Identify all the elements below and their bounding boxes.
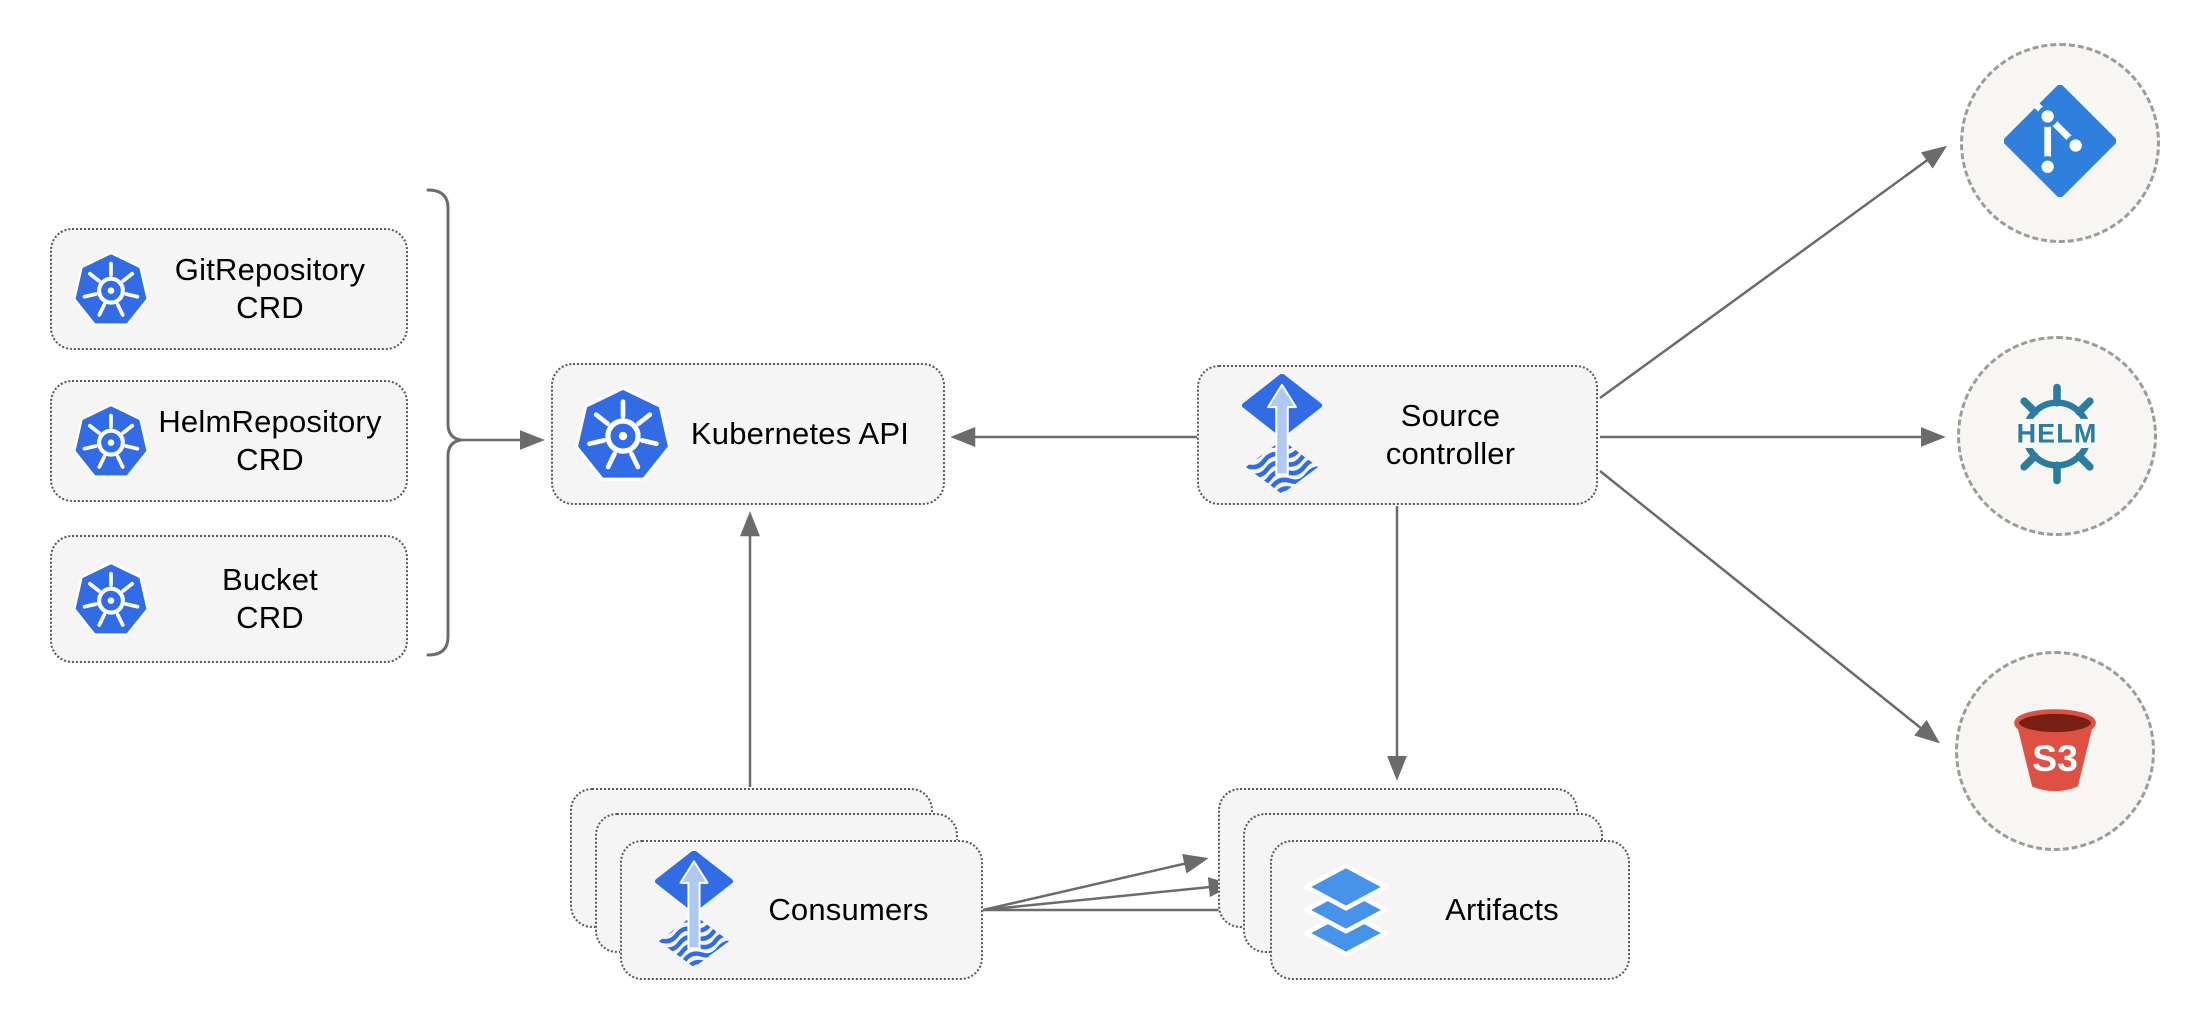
crd-label-gitrepository: GitRepository CRD [174, 252, 366, 325]
helm-source-circle: HELM [1957, 336, 2157, 536]
crd-label-helmrepository: HelmRepository CRD [158, 404, 382, 477]
kubernetes-icon [70, 248, 152, 330]
flux-icon [654, 851, 734, 969]
consumers-box: Consumers [620, 840, 983, 980]
edge-source-to-git [1599, 145, 1948, 400]
layers-icon [1298, 862, 1394, 958]
consumers-label: Consumers [768, 892, 929, 927]
git-source-circle [1960, 43, 2160, 243]
crd-box-bucket: Bucket CRD [50, 535, 408, 663]
s3-bucket-icon: S3 [2003, 697, 2107, 806]
crd-group-bracket [426, 188, 462, 657]
flux-icon [1241, 374, 1323, 496]
s3-label: S3 [2032, 736, 2078, 778]
git-icon [2003, 83, 2117, 202]
crd-box-helmrepository: HelmRepository CRD [50, 380, 408, 502]
helm-label: HELM [2017, 418, 2098, 448]
s3-source-circle: S3 [1955, 651, 2155, 851]
crd-label-bucket: Bucket CRD [222, 562, 318, 635]
edge-consumers-to-artifacts-1 [982, 854, 1209, 912]
kubernetes-icon [571, 382, 675, 486]
kubernetes-icon [70, 400, 152, 482]
edge-consumers-to-artifacts-2 [982, 877, 1234, 912]
edge-source-to-s3 [1599, 470, 1940, 744]
kubernetes-api-label: Kubernetes API [690, 416, 910, 451]
kubernetes-icon [70, 558, 152, 640]
artifacts-label: Artifacts [1445, 892, 1559, 927]
artifacts-box: Artifacts [1270, 840, 1630, 980]
helm-icon: HELM [2003, 380, 2111, 493]
source-controller-label: Source controller [1385, 398, 1516, 471]
source-controller-box: Source controller [1197, 365, 1598, 505]
kubernetes-api-box: Kubernetes API [551, 363, 945, 505]
crd-box-gitrepository: GitRepository CRD [50, 228, 408, 350]
